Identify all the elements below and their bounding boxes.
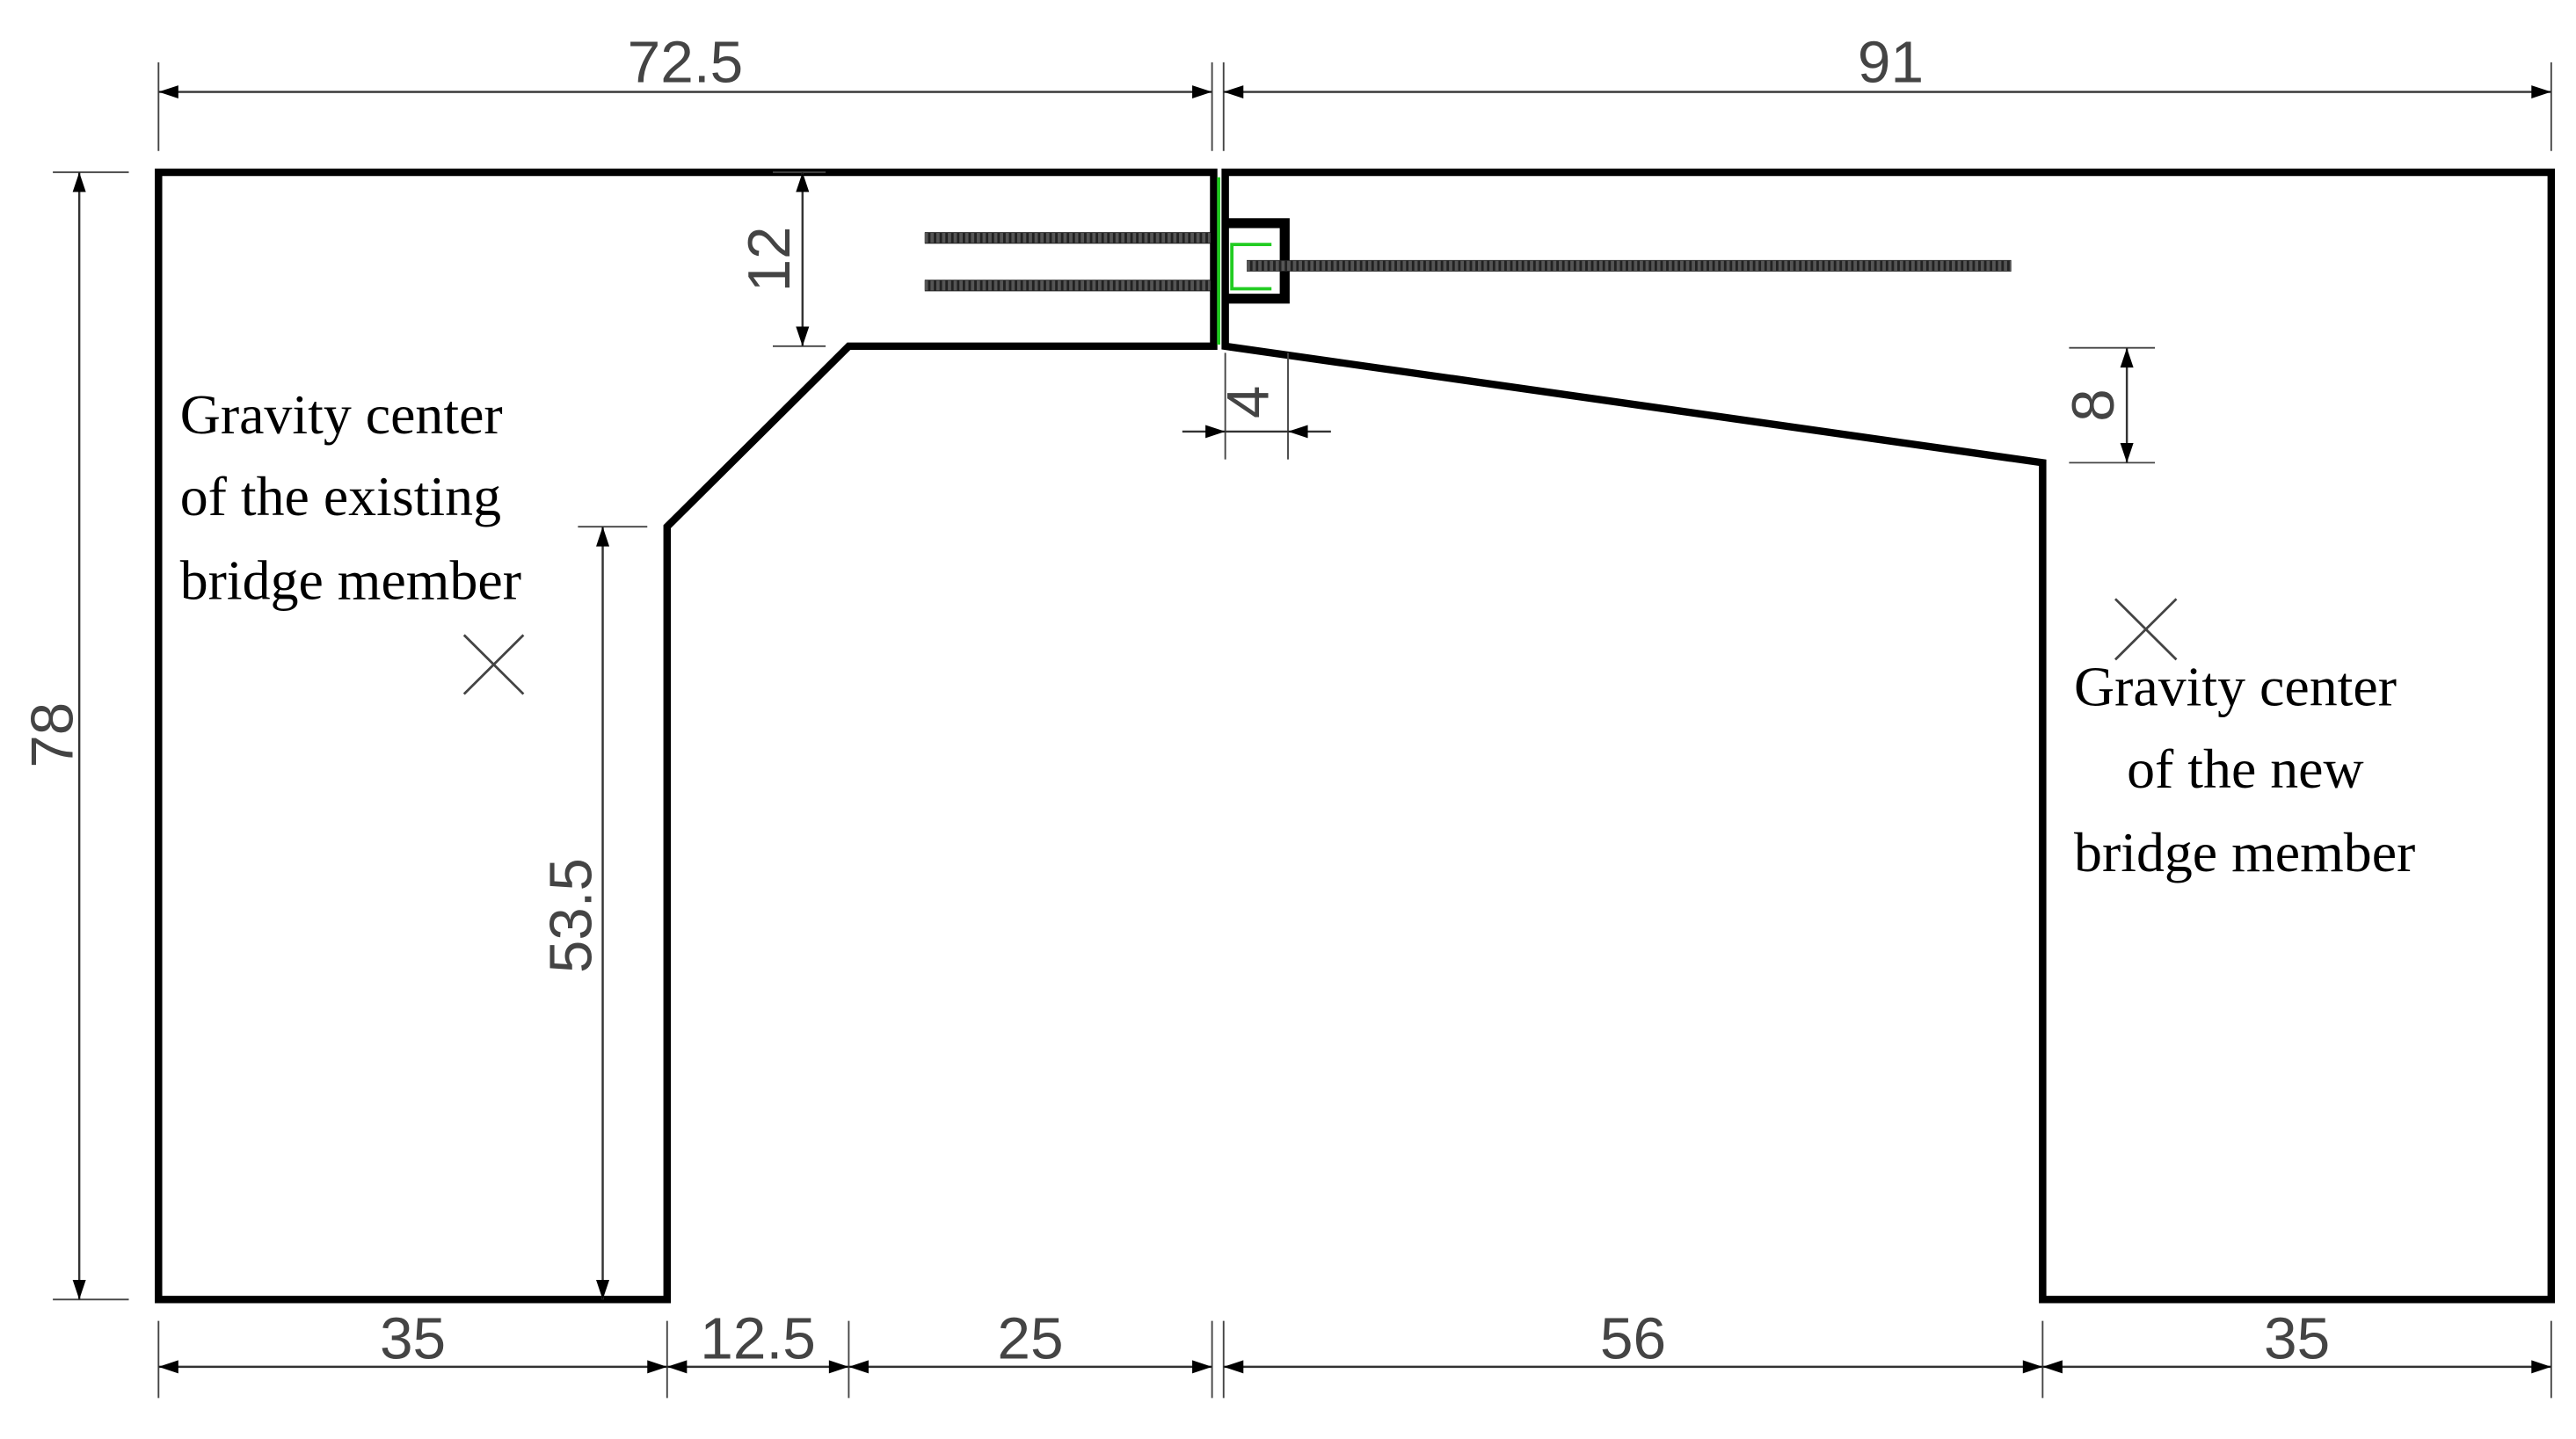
new-gravity-label: Gravity center of the new bridge member [2074, 656, 2415, 883]
dim-bottom-4: 35 [2264, 1306, 2330, 1372]
svg-text:of the existing: of the existing [180, 465, 501, 527]
new-gravity-center-marker [2114, 598, 2178, 661]
dim-bottom-3: 56 [1600, 1306, 1666, 1372]
dim-bottom-1: 12.5 [700, 1306, 816, 1372]
dim-bottom-0: 35 [380, 1306, 446, 1372]
flange-dimension: 12 [737, 171, 826, 347]
dim-drop: 8 [2061, 389, 2127, 421]
dim-top-right: 91 [1858, 30, 1924, 96]
existing-member-outline [155, 168, 1218, 1304]
svg-text:Gravity center: Gravity center [180, 383, 503, 446]
svg-text:bridge member: bridge member [180, 549, 521, 611]
dim-top-left: 72.5 [628, 30, 744, 96]
top-dimensions: 72.5 91 [157, 30, 2552, 151]
dim-bottom-2: 25 [997, 1306, 1063, 1372]
dim-web: 53.5 [538, 858, 604, 973]
dim-height: 78 [19, 702, 85, 768]
svg-text:of the new: of the new [2127, 738, 2364, 800]
web-dimension: 53.5 [538, 526, 648, 1300]
existing-gravity-label: Gravity center of the existing bridge me… [180, 383, 521, 611]
new-member-outline [1221, 168, 2556, 1304]
joint-gap-dimension: 4 [1182, 352, 1331, 460]
bottom-dimensions: 35 12.5 25 56 35 [157, 1306, 2552, 1399]
drop-dimension: 8 [2061, 346, 2156, 464]
svg-text:bridge member: bridge member [2074, 821, 2415, 883]
dim-flange: 12 [737, 227, 803, 293]
existing-gravity-center-marker [462, 634, 525, 695]
dim-gap: 4 [1215, 386, 1281, 418]
joint-detail [924, 177, 2012, 345]
svg-text:Gravity center: Gravity center [2074, 656, 2397, 718]
height-dimension: 78 [19, 171, 129, 1301]
